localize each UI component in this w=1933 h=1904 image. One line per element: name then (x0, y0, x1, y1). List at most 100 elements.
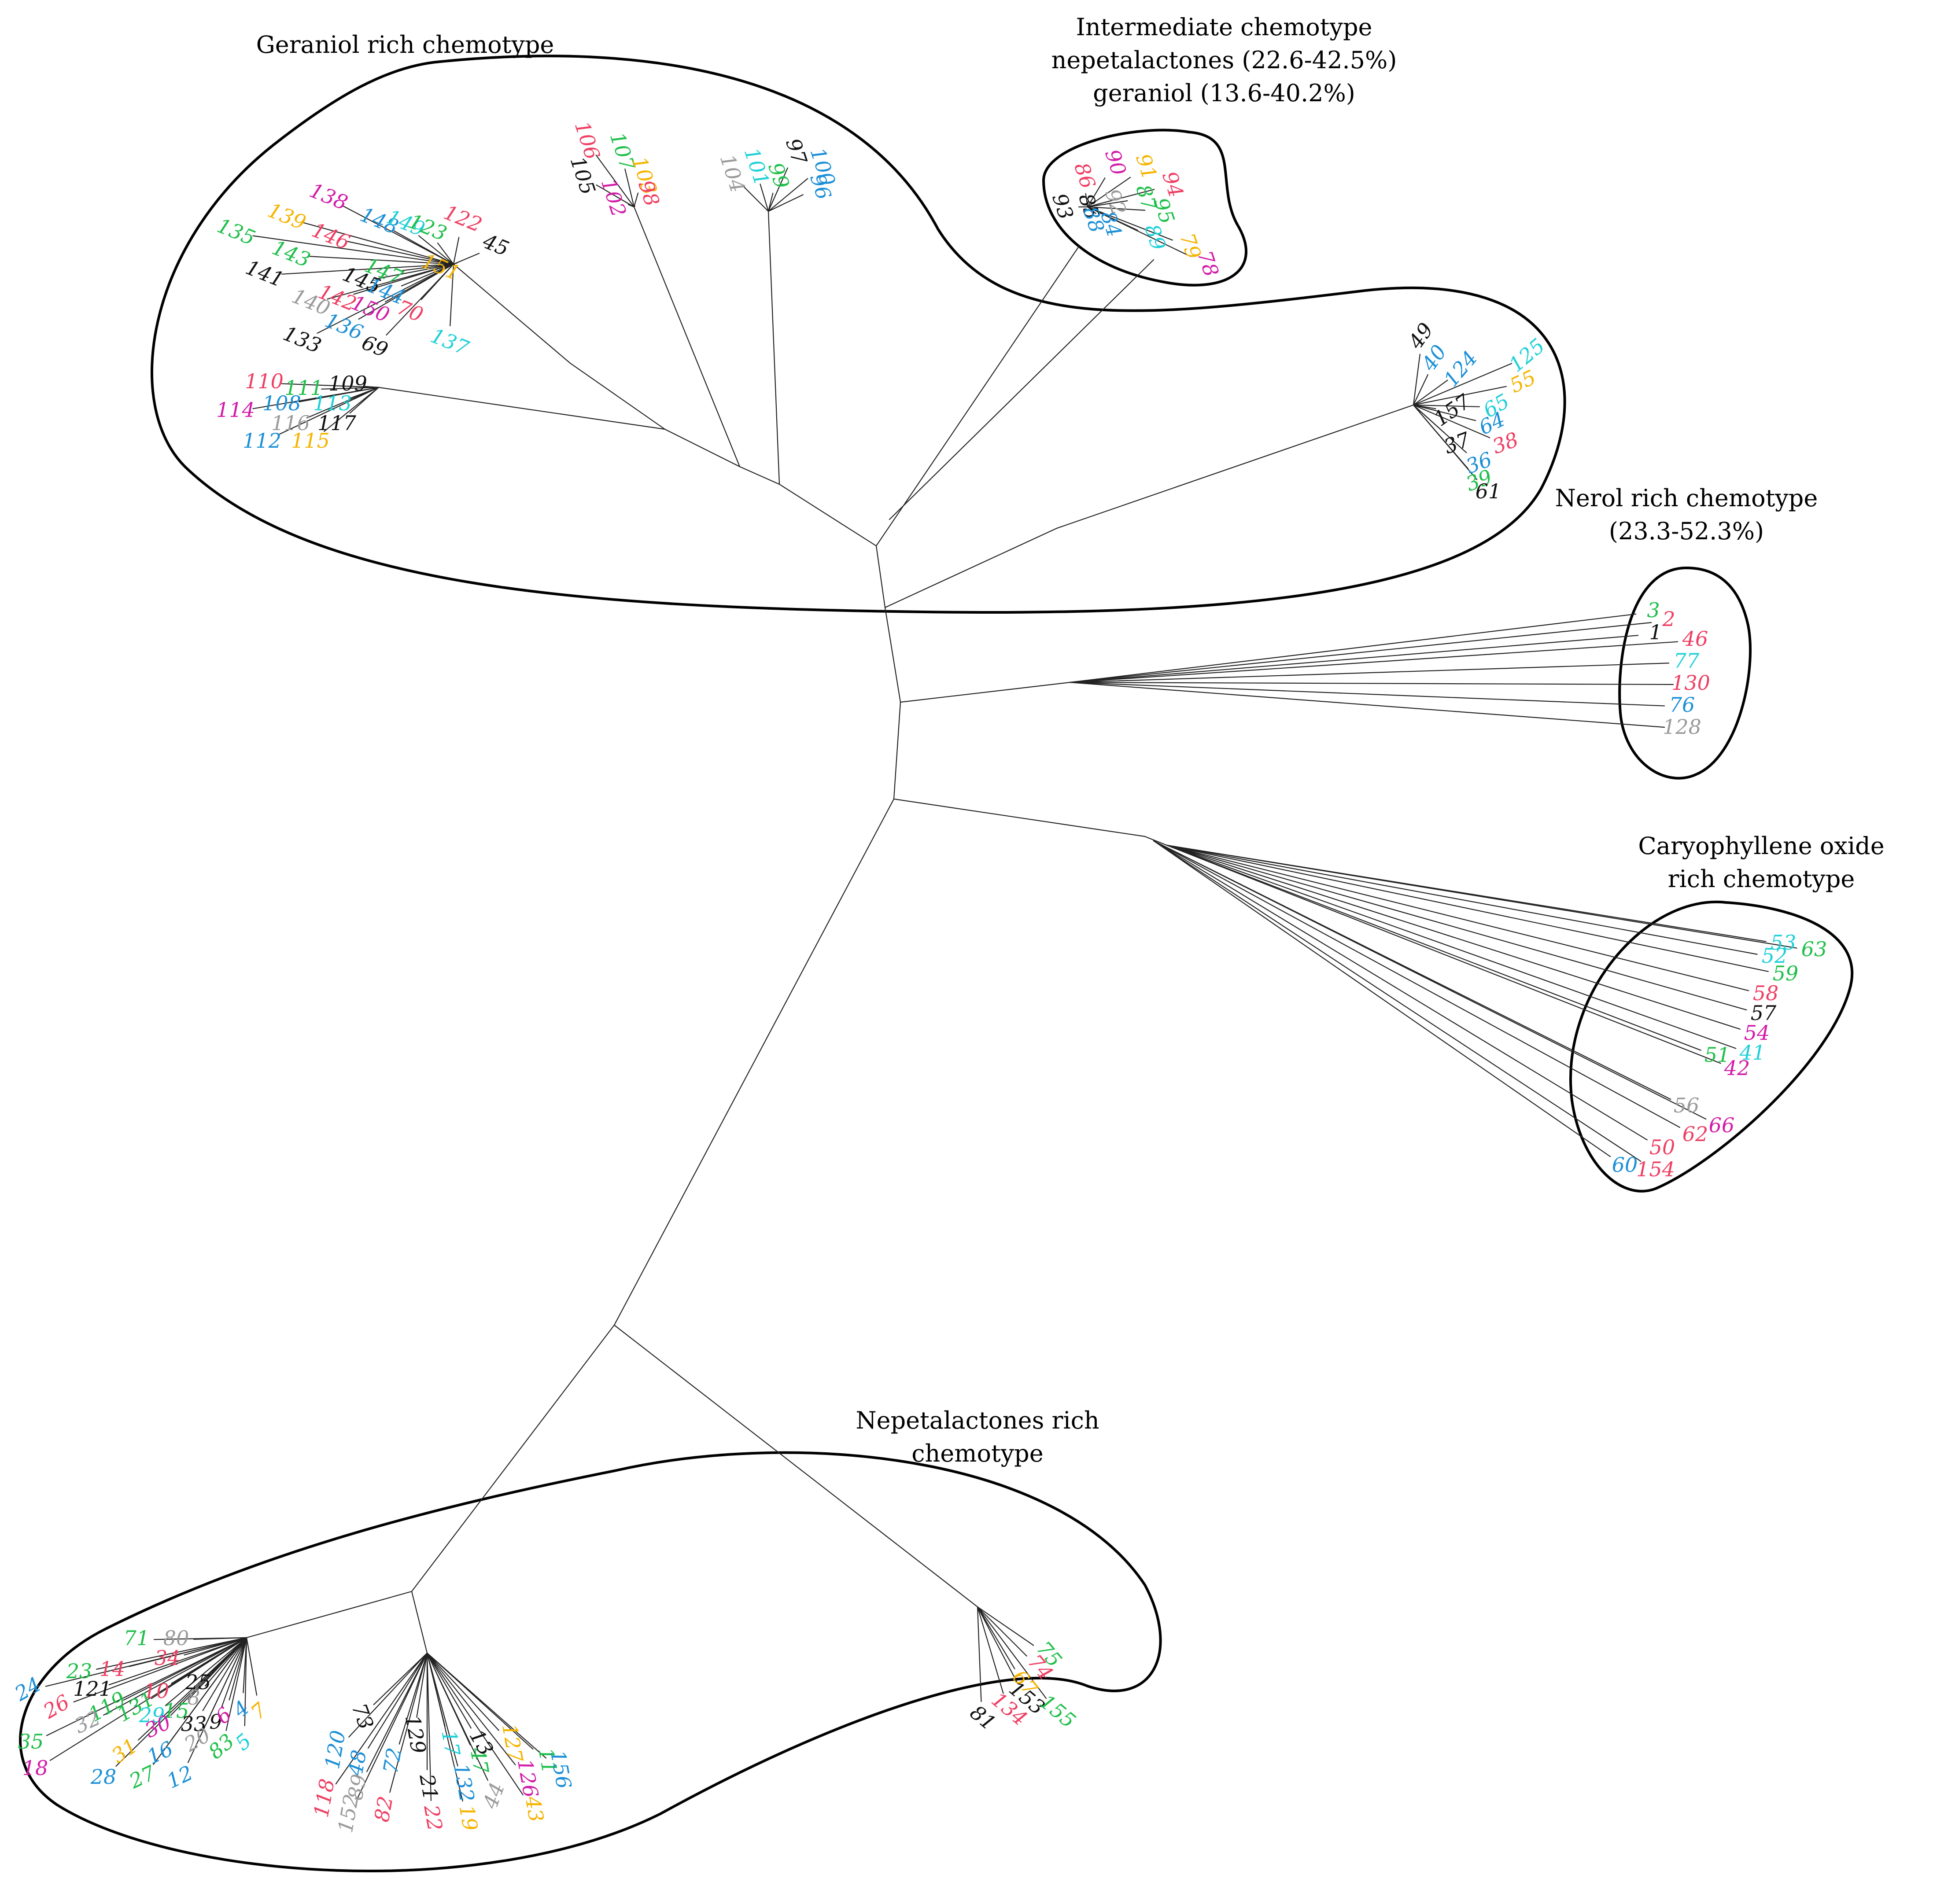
leaf-branch (418, 235, 454, 265)
leaf-branch (1166, 844, 1797, 949)
nepetalactones-title-line-1: Nepetalactones rich (856, 1407, 1099, 1434)
leaf-label-44: 44 (478, 1779, 509, 1812)
leaf-branch (1153, 840, 1680, 1128)
leaf-label-17: 17 (437, 1728, 465, 1758)
leaf-branch (624, 168, 635, 208)
leaf-branch (426, 1652, 547, 1759)
leaf-branch (1069, 635, 1639, 683)
leaf-branch (204, 1637, 247, 1687)
leaf-label-89: 89 (343, 1772, 371, 1802)
leaf-branch (1166, 844, 1758, 955)
leaf-branch (401, 263, 454, 287)
leaf-label-19: 19 (454, 1803, 482, 1833)
geraniol-title-line-1: Geraniol rich chemotype (256, 31, 554, 59)
leaf-branch (1069, 681, 1665, 707)
leaf-label-135: 135 (214, 214, 259, 250)
leaf-label-2: 2 (1662, 607, 1675, 631)
cluster-outlines (19, 55, 1854, 1872)
leaf-branch (977, 1606, 1034, 1646)
leaf-label-89: 89 (1140, 221, 1170, 253)
leaf-label-1: 1 (1649, 620, 1662, 644)
nepetalactones-title-line-2: chemotype (911, 1440, 1043, 1467)
leaf-branch (1166, 844, 1747, 1011)
leaf-branch (115, 1637, 247, 1767)
leaf-branch (426, 1652, 472, 1729)
leaf-label-60: 60 (1612, 1153, 1638, 1177)
leaf-label-61: 61 (1476, 479, 1501, 503)
internal-branch (633, 206, 741, 468)
leaf-label-12: 12 (163, 1761, 196, 1794)
leaf-branch (1413, 386, 1507, 406)
caryophyllene-cluster-outline (1569, 900, 1854, 1193)
leaf-label-11: 11 (534, 1746, 561, 1775)
leaf-branch (977, 1606, 1015, 1669)
internal-branch (767, 210, 780, 485)
leaf-branch (393, 230, 454, 265)
leaf-branch (1166, 844, 1737, 1049)
intermediate-title-line-2: nepetalactones (22.6-42.5%) (1051, 46, 1397, 74)
leaf-branch (281, 263, 454, 275)
leaf-branch (343, 206, 454, 265)
leaf-label-35: 35 (18, 1730, 44, 1753)
leaf-label-25: 25 (185, 1670, 211, 1694)
leaf-label-82: 82 (369, 1794, 397, 1824)
leaf-label-52: 52 (1762, 944, 1788, 968)
leaf-branch (1087, 189, 1155, 208)
backbone-branch (411, 1591, 428, 1654)
internal-branch (1056, 404, 1414, 529)
geraniol-cluster-outline (150, 55, 1566, 614)
leaf-branch (1413, 354, 1420, 406)
leaf-branch (252, 235, 454, 265)
leaf-branch (1413, 404, 1490, 438)
leaf-branch (743, 186, 769, 212)
leaf-label-154: 154 (1636, 1157, 1675, 1181)
leaf-label-55: 55 (1506, 365, 1539, 398)
nerol-title-line-1: Nerol rich chemotype (1555, 484, 1818, 512)
leaf-branch (1166, 844, 1701, 1051)
internal-branch (1144, 836, 1168, 846)
backbone-branch (875, 545, 886, 608)
leaf-branch (628, 204, 635, 208)
leaf-branch (767, 167, 788, 212)
leaf-label-23: 23 (66, 1659, 92, 1683)
leaf-branch (1413, 404, 1478, 480)
leaf-label-117: 117 (317, 411, 357, 435)
leaf-label-152: 152 (333, 1792, 363, 1834)
leaf-label-34: 34 (155, 1646, 181, 1670)
leaf-branch (1069, 681, 1674, 685)
leaf-label-45: 45 (479, 229, 512, 261)
leaf-branch (595, 155, 635, 208)
backbone-branch (893, 701, 901, 800)
leaf-branch (225, 1637, 247, 1731)
nepetalactones-cluster-outline (19, 1451, 1162, 1872)
leaf-branch (108, 1637, 247, 1686)
leaf-branch (453, 253, 480, 265)
leaf-branch (1166, 844, 1769, 972)
backbone-branch (411, 1324, 615, 1592)
leaf-label-86: 86 (1070, 160, 1100, 192)
nerol-title-line-2: (23.3-52.3%) (1609, 517, 1764, 545)
leaf-branch (453, 237, 460, 265)
leaf-branch (347, 241, 454, 265)
leaf-label-137: 137 (428, 324, 472, 360)
leaf-branch (45, 1637, 247, 1687)
leaf-branch (202, 1637, 247, 1711)
tree-branches (45, 155, 1797, 1802)
leaf-branch (246, 1637, 258, 1696)
leaf-label-26: 26 (39, 1690, 74, 1724)
leaf-label-146: 146 (309, 218, 354, 254)
leaf-label-109: 109 (328, 372, 367, 395)
leaf-branch (96, 1637, 247, 1670)
leaf-branch (1153, 840, 1648, 1141)
leaf-branch (277, 387, 380, 436)
leaf-label-33: 33 (181, 1712, 207, 1736)
leaf-branch (977, 1606, 1018, 1684)
leaf-branch (767, 194, 804, 212)
leaf-label-133: 133 (280, 321, 325, 358)
leaf-branch (73, 1637, 247, 1703)
leaf-branch (1069, 681, 1665, 728)
leaf-label-112: 112 (243, 429, 281, 453)
leaf-label-50: 50 (1649, 1135, 1675, 1159)
leaf-label-127: 127 (498, 1722, 528, 1764)
